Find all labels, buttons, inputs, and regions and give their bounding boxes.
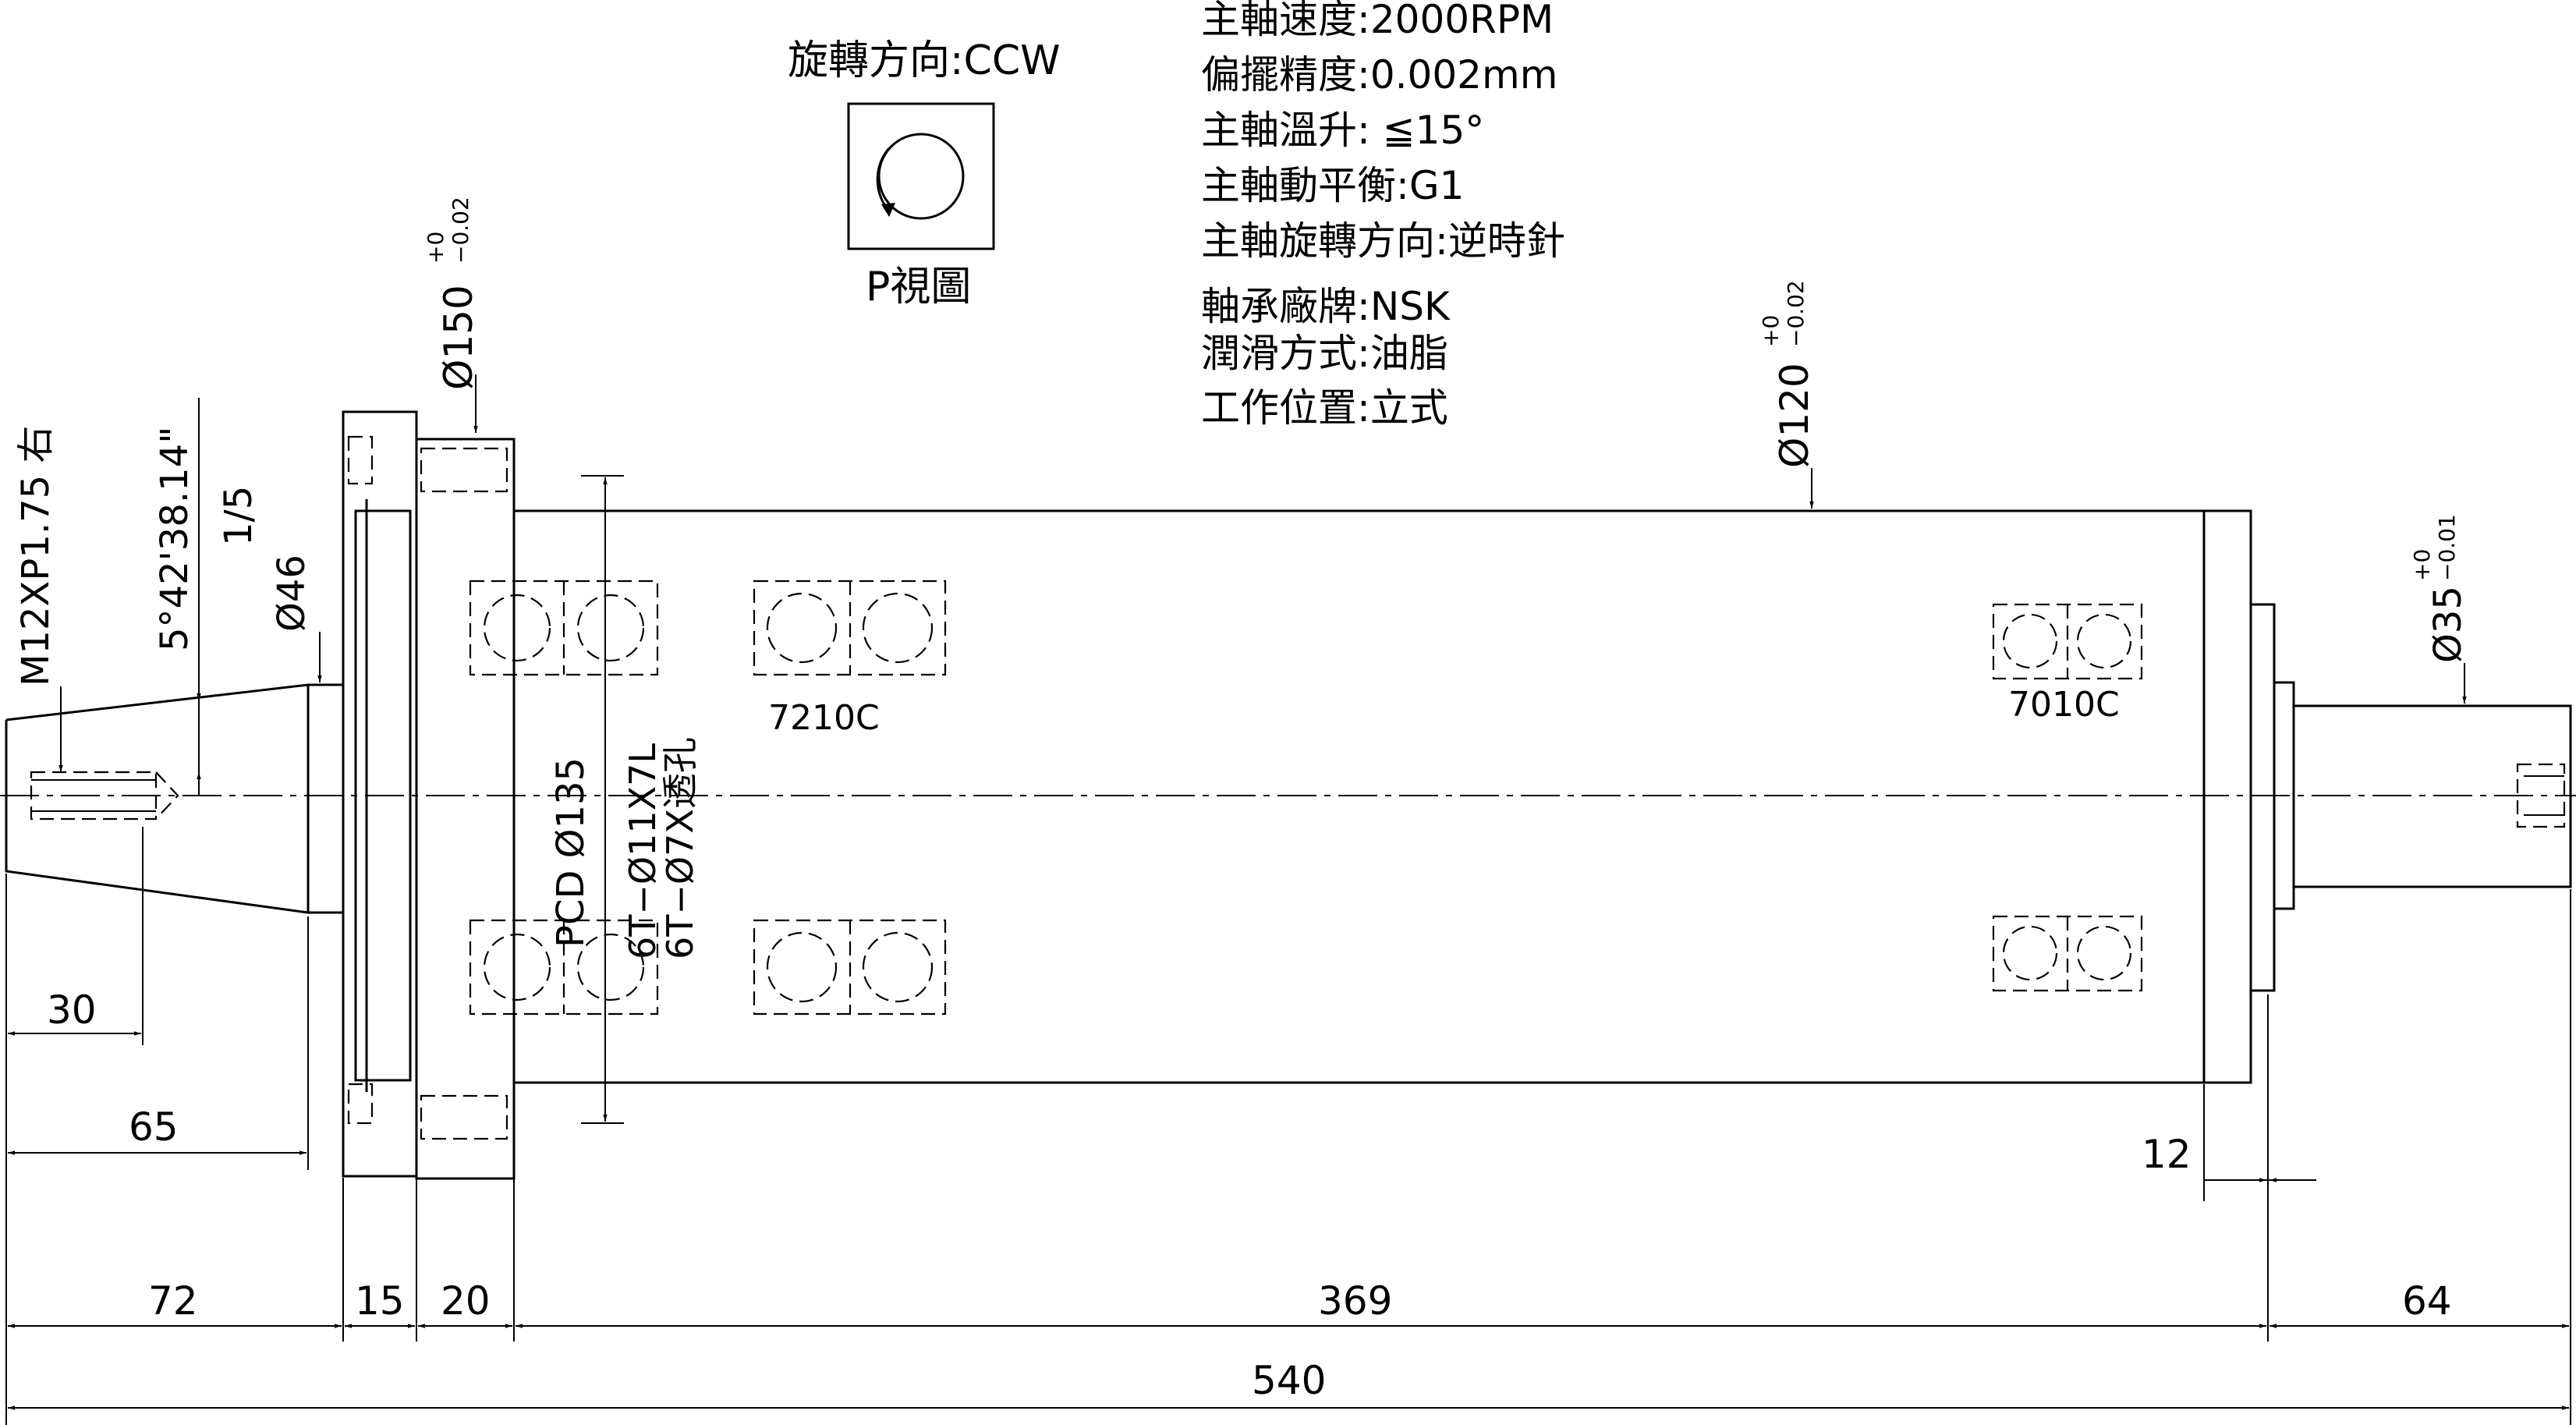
dia150-tol-lower: −0.02 bbox=[448, 197, 473, 264]
bearing-label-rear: 7010C bbox=[2008, 685, 2120, 725]
dim-15: 15 bbox=[355, 1278, 405, 1324]
dia35-tol-lower: −0.01 bbox=[2434, 514, 2460, 581]
dia150-tol-upper: +0 bbox=[423, 232, 448, 264]
dim-65: 65 bbox=[129, 1104, 179, 1150]
spec-speed: 主軸速度:2000RPM bbox=[1201, 0, 1554, 42]
spec-position: 工作位置:立式 bbox=[1201, 385, 1448, 431]
spec-runout: 偏擺精度:0.002mm bbox=[1201, 52, 1557, 97]
holes-label-1: 6T−Ø11X7L bbox=[622, 743, 664, 959]
dia120-tol-lower: −0.02 bbox=[1783, 280, 1809, 347]
thread-label: M12XP1.75 右 bbox=[14, 426, 58, 686]
dia46-label: Ø46 bbox=[270, 555, 314, 632]
dim-12: 12 bbox=[2142, 1132, 2192, 1177]
spec-bearing-brand: 軸承廠牌:NSK bbox=[1201, 284, 1451, 329]
spec-temp-rise: 主軸溫升: ≦15° bbox=[1201, 108, 1484, 153]
dia35-label: Ø35 bbox=[2426, 586, 2470, 663]
dim-540: 540 bbox=[1252, 1358, 1326, 1403]
p-view-diagram bbox=[847, 102, 995, 250]
spec-balance: 主軸動平衡:G1 bbox=[1201, 163, 1464, 208]
p-view-label: P視圖 bbox=[866, 264, 971, 310]
diameter-callouts: Ø150 +0 −0.02 Ø120 +0 −0.02 Ø35 +0 −0.01… bbox=[14, 197, 2470, 1124]
dim-369: 369 bbox=[1318, 1278, 1392, 1324]
dim-72: 72 bbox=[148, 1278, 198, 1324]
dim-64: 64 bbox=[2402, 1278, 2452, 1324]
bearing-label-front: 7210C bbox=[768, 698, 880, 738]
dia120-tol-upper: +0 bbox=[1758, 315, 1784, 347]
spindle-outline bbox=[5, 410, 2572, 1180]
horizontal-dimensions: 30 65 12 72 15 20 369 64 540 bbox=[5, 827, 2571, 1425]
holes-label-2: 6T−Ø7X透孔 bbox=[659, 737, 701, 959]
spec-list: 主軸速度:2000RPM 偏擺精度:0.002mm 主軸溫升: ≦15° 主軸動… bbox=[1201, 0, 1565, 431]
taper-ratio-label: 1/5 bbox=[217, 486, 260, 546]
bearings bbox=[469, 580, 2143, 1016]
taper-angle-label: 5°42'38.14" bbox=[153, 427, 197, 651]
spec-rotation: 主軸旋轉方向:逆時針 bbox=[1201, 218, 1565, 264]
rotation-direction-label: 旋轉方向:CCW bbox=[788, 37, 1061, 84]
pcd-label: PCD Ø135 bbox=[549, 757, 593, 948]
dia150-label: Ø150 bbox=[436, 285, 481, 390]
dim-20: 20 bbox=[441, 1278, 491, 1324]
dim-30: 30 bbox=[47, 987, 97, 1033]
dia120-label: Ø120 bbox=[1772, 363, 1817, 468]
spec-lubrication: 潤滑方式:油脂 bbox=[1201, 331, 1448, 376]
dia35-tol-upper: +0 bbox=[2409, 549, 2435, 581]
